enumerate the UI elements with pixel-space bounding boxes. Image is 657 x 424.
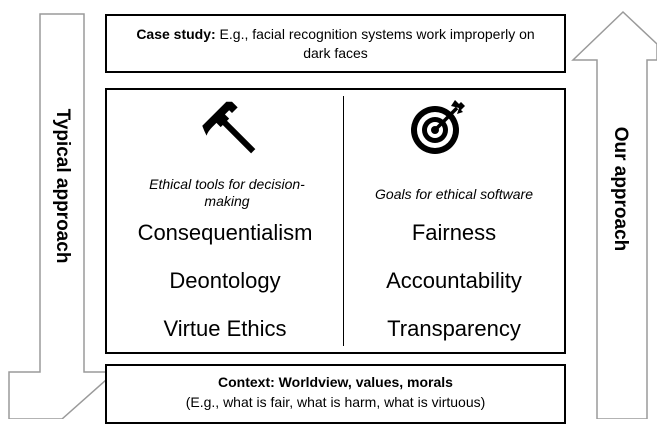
typical-approach-label: Typical approach — [52, 108, 73, 264]
context-text: (E.g., what is fair, what is harm, what … — [185, 394, 486, 410]
goals-item: Fairness — [411, 220, 497, 245]
tools-item: Consequentialism — [137, 220, 313, 245]
context-title: Context: Worldview, values, morals — [218, 374, 453, 390]
target-icon — [411, 100, 465, 154]
our-approach-arrow — [571, 10, 657, 419]
case-study-body: E.g., facial recognition systems work im… — [215, 26, 535, 61]
typical-approach-arrow — [8, 13, 117, 419]
case-study-text: Case study: E.g., facial recognition sys… — [127, 25, 544, 63]
our-approach-label: Our approach — [610, 126, 631, 252]
goals-item: Transparency — [387, 316, 521, 341]
case-study-box: Case study: E.g., facial recognition sys… — [105, 14, 566, 73]
context-box: Context: Worldview, values, morals (E.g.… — [105, 364, 566, 424]
tools-item: Deontology — [169, 268, 281, 293]
main-box: Ethical tools for decision-making Conseq… — [105, 88, 566, 354]
tools-subtitle: Ethical tools for decision-making — [149, 176, 305, 209]
goals-item: Accountability — [386, 268, 522, 293]
goals-subtitle: Goals for ethical software — [375, 186, 533, 202]
case-study-label: Case study: — [136, 26, 216, 42]
hammer-icon — [202, 101, 256, 154]
column-divider — [343, 96, 344, 346]
tools-item: Virtue Ethics — [163, 316, 287, 341]
